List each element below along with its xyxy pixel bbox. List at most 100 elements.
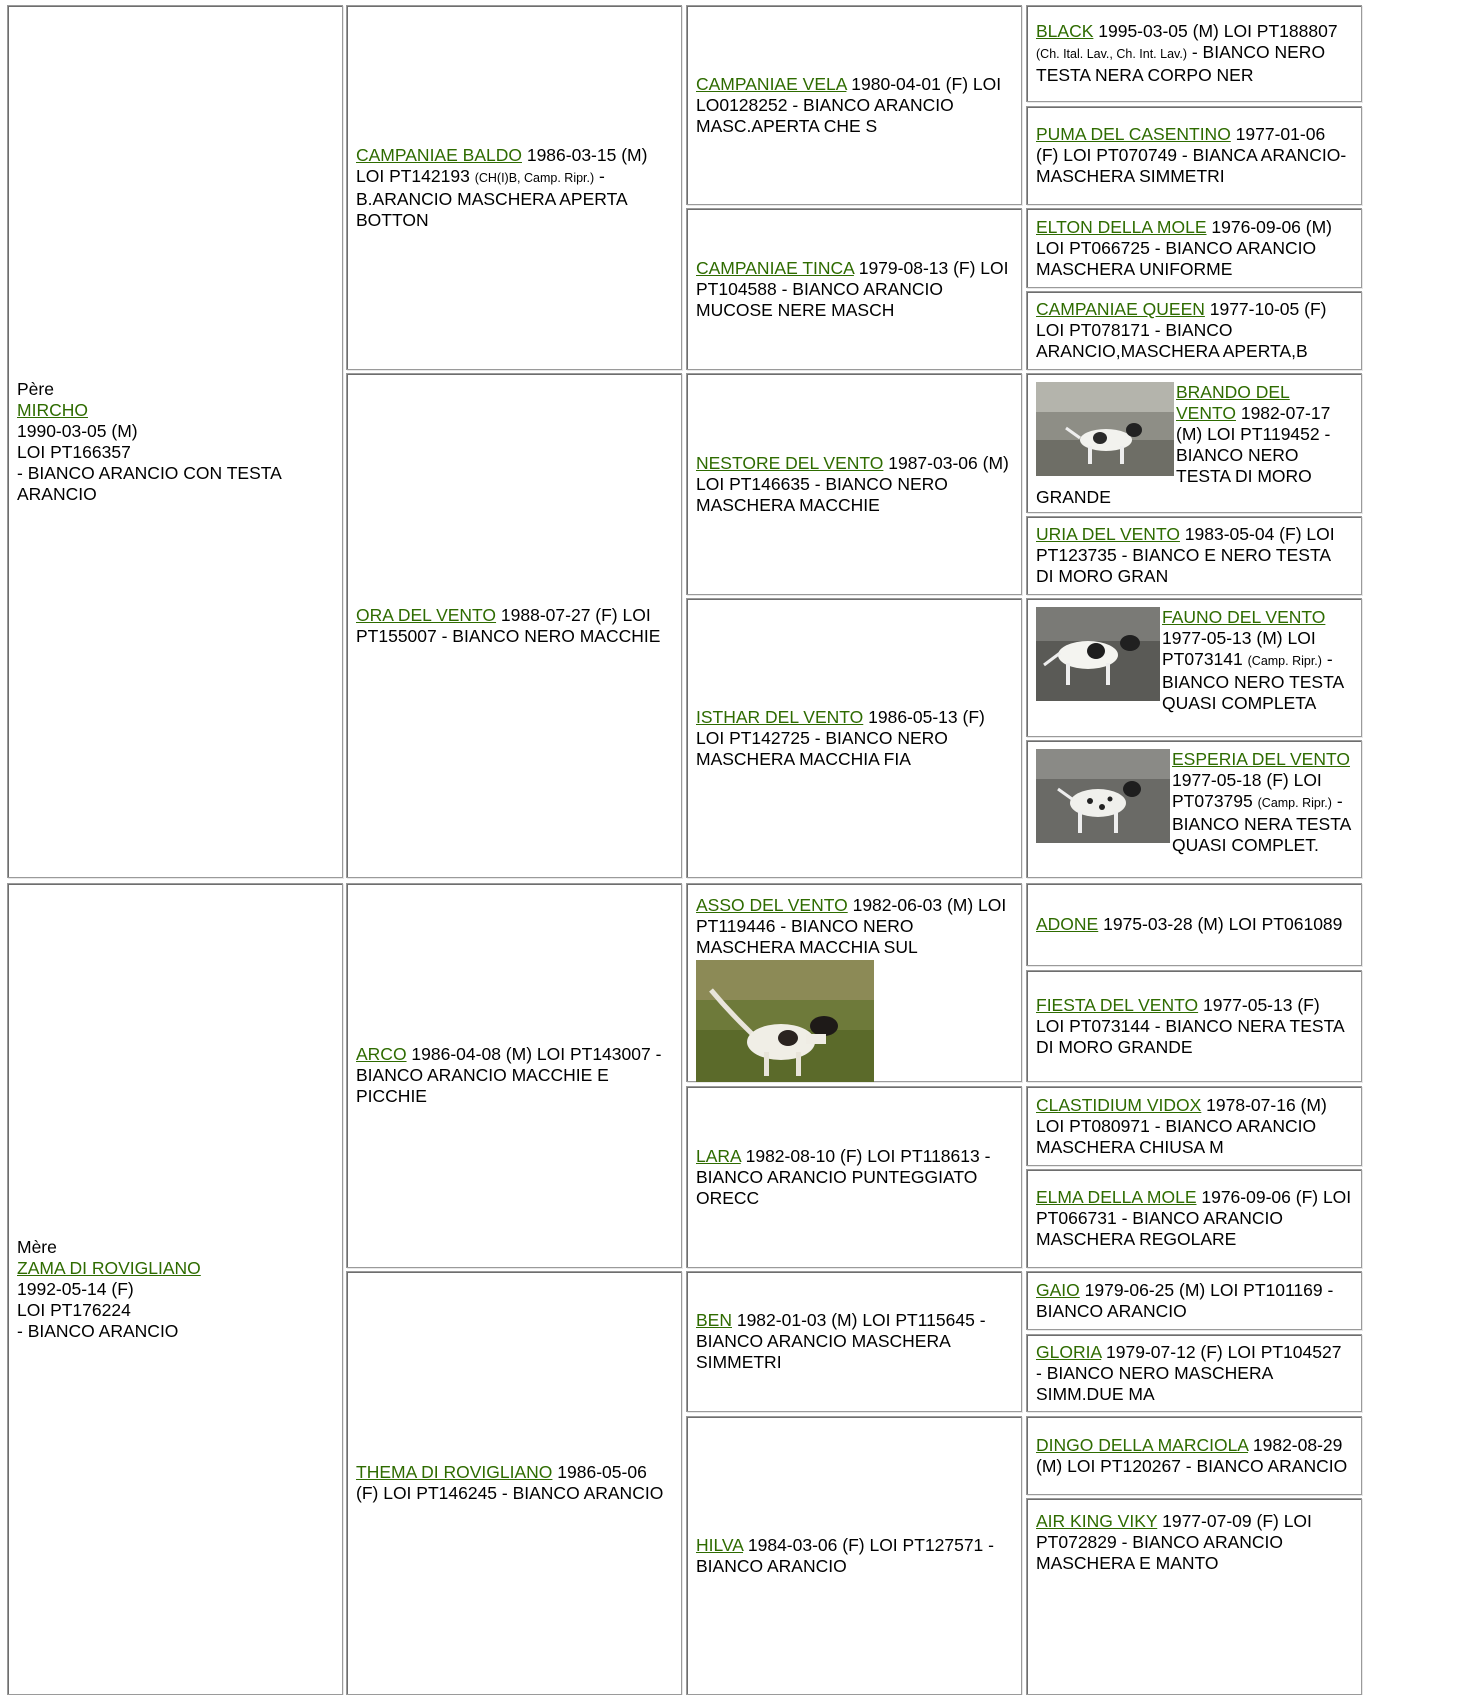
ancestor-details: 1979-06-25 (M) LOI PT101169 - BIANCO ARA…	[1036, 1279, 1334, 1321]
ancestor-name-link[interactable]: PUMA DEL CASENTINO	[1036, 124, 1231, 144]
great-grandparent-details: 1982-06-03 (M) LOI PT119446 - BIANCO NER…	[696, 895, 1007, 957]
great-grandparent-name-link[interactable]: CAMPANIAE TINCA	[696, 257, 854, 278]
ancestor-name-link[interactable]: FIESTA DEL VENTO	[1036, 994, 1199, 1015]
great-grandparent-cell: ASSO DEL VENTO 1982-06-03 (M) LOI PT1194…	[686, 883, 1022, 1082]
ancestor-details: 1977-05-13 (F) LOI PT073144 - BIANCO NER…	[1036, 994, 1344, 1057]
ancestor-name-link[interactable]: URIA DEL VENTO	[1036, 524, 1180, 544]
sire-dob: 1990-03-05 (M)	[17, 420, 138, 441]
ancestor-details: 1983-05-04 (F) LOI PT123735 - BIANCO E N…	[1036, 524, 1335, 586]
ancestor-details: 1975-03-28 (M) LOI PT061089	[1098, 914, 1343, 934]
grandparent-details: 1986-03-15 (M) LOI PT142193	[356, 144, 648, 186]
ancestor-desc: - BIANCO NERO TESTA QUASI COMPLETA	[1162, 649, 1344, 713]
grandparent-details: 1986-04-08 (M) LOI PT143007 - BIANCO ARA…	[356, 1044, 662, 1106]
dam-dob: 1992-05-14 (F)	[17, 1278, 134, 1299]
grandparent-details: 1988-07-27 (F) LOI PT155007 - BIANCO NER…	[356, 604, 661, 646]
great-grandparent-name-link[interactable]: NESTORE DEL VENTO	[696, 452, 884, 473]
ancestor-cell: AIR KING VIKY 1977-07-09 (F) LOI PT07282…	[1026, 1498, 1362, 1695]
ancestor-details: 1976-09-06 (M) LOI PT066725 - BIANCO ARA…	[1036, 216, 1333, 279]
ancestor-details: 1982-08-29 (M) LOI PT120267 - BIANCO ARA…	[1036, 1434, 1348, 1476]
grandparent-cell: ORA DEL VENTO 1988-07-27 (F) LOI PT15500…	[346, 373, 682, 878]
grandparent-cell: ARCO 1986-04-08 (M) LOI PT143007 - BIANC…	[346, 883, 682, 1268]
ancestor-details: 1995-03-05 (M) LOI PT188807	[1093, 21, 1338, 41]
great-grandparent-name-link[interactable]: BEN	[696, 1310, 732, 1330]
ancestor-cell: GAIO 1979-06-25 (M) LOI PT101169 - BIANC…	[1026, 1271, 1362, 1330]
dam-name-link[interactable]: ZAMA DI ROVIGLIANO	[17, 1257, 201, 1278]
ancestor-name-link[interactable]: ADONE	[1036, 914, 1099, 934]
dog-photo	[1036, 382, 1174, 476]
ancestor-details: 1978-07-16 (M) LOI PT080971 - BIANCO ARA…	[1036, 1094, 1327, 1157]
ancestor-name-link[interactable]: AIR KING VIKY	[1036, 1511, 1158, 1531]
dam-reg: LOI PT176224	[17, 1299, 131, 1320]
ancestor-details: 1977-05-13 (M) LOI PT073141	[1162, 628, 1316, 669]
grandparent-name-link[interactable]: ARCO	[356, 1044, 407, 1064]
ancestor-desc: - BIANCO NERA TESTA QUASI COMPLET.	[1172, 791, 1351, 855]
ancestor-titles: (Camp. Ripr.)	[1247, 654, 1322, 668]
sire-cell: Père MIRCHO 1990-03-05 (M) LOI PT166357 …	[7, 5, 343, 878]
ancestor-name-link[interactable]: FAUNO DEL VENTO	[1162, 607, 1326, 627]
ancestor-cell: BRANDO DEL VENTO 1982-07-17 (M) LOI PT11…	[1026, 373, 1362, 513]
ancestor-cell: ELTON DELLA MOLE 1976-09-06 (M) LOI PT06…	[1026, 208, 1362, 288]
ancestor-details: 1976-09-06 (F) LOI PT066731 - BIANCO ARA…	[1036, 1187, 1352, 1249]
ancestor-name-link[interactable]: GAIO	[1036, 1279, 1080, 1300]
ancestor-cell: URIA DEL VENTO 1983-05-04 (F) LOI PT1237…	[1026, 516, 1362, 595]
ancestor-cell: PUMA DEL CASENTINO 1977-01-06 (F) LOI PT…	[1026, 106, 1362, 205]
great-grandparent-name-link[interactable]: LARA	[696, 1145, 741, 1166]
ancestor-cell: ELMA DELLA MOLE 1976-09-06 (F) LOI PT066…	[1026, 1169, 1362, 1268]
sire-role: Père	[17, 378, 54, 399]
ancestor-titles: (Ch. Ital. Lav., Ch. Int. Lav.)	[1036, 47, 1187, 61]
sire-reg: LOI PT166357	[17, 441, 131, 462]
great-grandparent-name-link[interactable]: CAMPANIAE VELA	[696, 73, 847, 94]
ancestor-desc: - BIANCO NERO TESTA NERA CORPO NER	[1036, 42, 1326, 85]
ancestor-name-link[interactable]: GLORIA	[1036, 1341, 1102, 1362]
sire-desc: - BIANCO ARANCIO CON TESTA ARANCIO	[17, 462, 281, 504]
grandparent-cell: CAMPANIAE BALDO 1986-03-15 (M) LOI PT142…	[346, 5, 682, 370]
great-grandparent-cell: LARA 1982-08-10 (F) LOI PT118613 - BIANC…	[686, 1086, 1022, 1268]
ancestor-titles: (Camp. Ripr.)	[1257, 796, 1332, 810]
ancestor-name-link[interactable]: BRANDO DEL VENTO	[1176, 382, 1290, 423]
grandparent-name-link[interactable]: ORA DEL VENTO	[356, 604, 497, 625]
dog-photo	[696, 960, 874, 1082]
great-grandparent-details: 1980-04-01 (F) LOI LO0128252 - BIANCO AR…	[696, 73, 1002, 136]
sire-name-link[interactable]: MIRCHO	[17, 399, 88, 420]
ancestor-cell: ADONE 1975-03-28 (M) LOI PT061089	[1026, 883, 1362, 966]
ancestor-details: 1977-05-18 (F) LOI PT073795	[1172, 770, 1322, 811]
great-grandparent-name-link[interactable]: ISTHAR DEL VENTO	[696, 706, 864, 727]
ancestor-cell: GLORIA 1979-07-12 (F) LOI PT104527 - BIA…	[1026, 1334, 1362, 1412]
grandparent-cell: THEMA DI ROVIGLIANO 1986-05-06 (F) LOI P…	[346, 1271, 682, 1695]
ancestor-details: 1979-07-12 (F) LOI PT104527 - BIANCO NER…	[1036, 1341, 1342, 1404]
grandparent-name-link[interactable]: CAMPANIAE BALDO	[356, 144, 522, 165]
great-grandparent-details: 1986-05-13 (F) LOI PT142725 - BIANCO NER…	[696, 706, 985, 769]
great-grandparent-cell: BEN 1982-01-03 (M) LOI PT115645 - BIANCO…	[686, 1271, 1022, 1412]
ancestor-details: 1982-07-17 (M) LOI PT119452 - BIANCO NER…	[1036, 403, 1331, 507]
great-grandparent-details: 1982-01-03 (M) LOI PT115645 - BIANCO ARA…	[696, 1310, 986, 1372]
dam-cell: Mère ZAMA DI ROVIGLIANO 1992-05-14 (F) L…	[7, 883, 343, 1695]
great-grandparent-cell: HILVA 1984-03-06 (F) LOI PT127571 - BIAN…	[686, 1416, 1022, 1695]
dam-role: Mère	[17, 1236, 57, 1257]
grandparent-name-link[interactable]: THEMA DI ROVIGLIANO	[356, 1462, 553, 1482]
great-grandparent-details: 1982-08-10 (F) LOI PT118613 - BIANCO ARA…	[696, 1145, 991, 1208]
ancestor-details: 1977-10-05 (F) LOI PT078171 - BIANCO ARA…	[1036, 299, 1327, 361]
ancestor-cell: CAMPANIAE QUEEN 1977-10-05 (F) LOI PT078…	[1026, 291, 1362, 370]
great-grandparent-name-link[interactable]: HILVA	[696, 1534, 744, 1555]
great-grandparent-cell: NESTORE DEL VENTO 1987-03-06 (M) LOI PT1…	[686, 373, 1022, 595]
ancestor-name-link[interactable]: BLACK	[1036, 21, 1094, 41]
ancestor-name-link[interactable]: ESPERIA DEL VENTO	[1172, 749, 1350, 769]
grandparent-desc: - B.ARANCIO MASCHERA APERTA BOTTON	[356, 165, 627, 230]
ancestor-details: 1977-07-09 (F) LOI PT072829 - BIANCO ARA…	[1036, 1511, 1312, 1573]
ancestor-cell: FAUNO DEL VENTO 1977-05-13 (M) LOI PT073…	[1026, 598, 1362, 737]
dam-desc: - BIANCO ARANCIO	[17, 1320, 179, 1341]
great-grandparent-details: 1979-08-13 (F) LOI PT104588 - BIANCO ARA…	[696, 257, 1009, 320]
ancestor-name-link[interactable]: DINGO DELLA MARCIOLA	[1036, 1434, 1249, 1455]
ancestor-name-link[interactable]: CAMPANIAE QUEEN	[1036, 299, 1205, 319]
ancestor-cell: BLACK 1995-03-05 (M) LOI PT188807 (Ch. I…	[1026, 5, 1362, 102]
ancestor-name-link[interactable]: CLASTIDIUM VIDOX	[1036, 1094, 1202, 1115]
great-grandparent-name-link[interactable]: ASSO DEL VENTO	[696, 895, 848, 915]
great-grandparent-cell: ISTHAR DEL VENTO 1986-05-13 (F) LOI PT14…	[686, 598, 1022, 878]
great-grandparent-cell: CAMPANIAE VELA 1980-04-01 (F) LOI LO0128…	[686, 5, 1022, 205]
grandparent-titles: (CH(I)B, Camp. Ripr.)	[474, 170, 595, 185]
great-grandparent-details: 1984-03-06 (F) LOI PT127571 - BIANCO ARA…	[696, 1534, 994, 1576]
great-grandparent-details: 1987-03-06 (M) LOI PT146635 - BIANCO NER…	[696, 452, 1009, 515]
ancestor-name-link[interactable]: ELMA DELLA MOLE	[1036, 1187, 1197, 1207]
ancestor-cell: FIESTA DEL VENTO 1977-05-13 (F) LOI PT07…	[1026, 970, 1362, 1082]
ancestor-name-link[interactable]: ELTON DELLA MOLE	[1036, 216, 1207, 237]
